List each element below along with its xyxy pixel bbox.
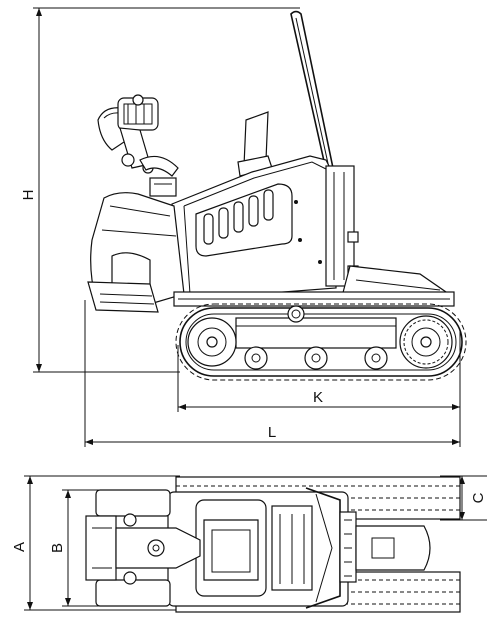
overall-width-dimension: A: [11, 475, 180, 611]
top-view: A B C: [11, 475, 487, 613]
overall-length-label: L: [268, 424, 276, 441]
operator-seat: [237, 111, 273, 177]
track-length-dimension: K: [177, 330, 461, 412]
crawler-track: [175, 303, 467, 381]
handle-pole: [290, 10, 334, 172]
track-length-label: K: [313, 389, 323, 406]
side-view: H K L: [20, 7, 467, 447]
height-label: H: [20, 190, 37, 201]
overall-width-label: A: [11, 542, 28, 552]
body-top-view: [167, 487, 431, 609]
overall-length-dimension: L: [84, 300, 461, 447]
front-attachment-top-view: [85, 489, 201, 607]
height-dimension: H: [20, 7, 300, 373]
front-hood: [87, 192, 185, 313]
front-attachment: [97, 94, 179, 197]
machine-body: [171, 155, 447, 305]
body-width-label: B: [49, 543, 66, 553]
track-frame: [173, 291, 455, 307]
track-width-label: C: [470, 492, 487, 503]
track-width-dimension: C: [440, 475, 487, 521]
